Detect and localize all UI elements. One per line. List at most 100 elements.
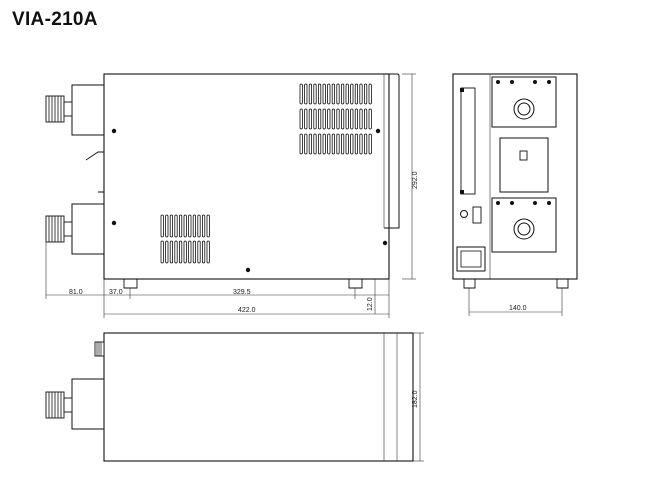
- screw: [245, 267, 251, 273]
- vent-slot: [350, 83, 354, 105]
- vent-slot: [304, 133, 308, 155]
- vent-slot: [308, 133, 313, 155]
- vent-slot: [317, 133, 322, 155]
- vent-slot: [368, 83, 372, 105]
- vent-slot: [299, 108, 303, 130]
- lower-output-knob: [513, 218, 535, 240]
- vent-slot: [327, 133, 331, 155]
- vent-slot: [201, 214, 206, 238]
- power-switch-panel: [499, 137, 549, 193]
- dim-foot-height: 12.0: [367, 297, 374, 311]
- vent-slot: [331, 83, 336, 105]
- upper-knob: [45, 95, 73, 123]
- screw: [382, 240, 388, 246]
- vent-slot: [304, 108, 308, 130]
- vent-slot: [197, 214, 201, 238]
- vent-slot: [174, 240, 178, 264]
- vent-slot: [317, 108, 322, 130]
- front-view: 140.0: [452, 73, 578, 316]
- upper-vent-slots: [299, 83, 372, 155]
- lower-output-panel: [491, 197, 557, 253]
- vent-slot: [345, 83, 349, 105]
- vent-slot: [160, 214, 164, 238]
- front-body: [452, 73, 578, 280]
- vent-slot: [183, 214, 187, 238]
- ground-terminal: [460, 210, 468, 218]
- vent-slot: [354, 108, 359, 130]
- handle: [460, 87, 476, 195]
- vent-slot: [188, 240, 192, 264]
- vent-slot: [165, 214, 169, 238]
- dim-foot-offset: 37.0: [109, 289, 123, 296]
- front-right-foot: [556, 279, 569, 289]
- vent-slot: [188, 214, 192, 238]
- vent-slot: [160, 240, 164, 264]
- vent-slot: [165, 240, 169, 264]
- vent-slot: [169, 214, 173, 238]
- vent-slot: [368, 133, 372, 155]
- model-title: VIA-210A: [12, 9, 98, 30]
- vent-slot: [336, 133, 340, 155]
- power-inlet: [456, 246, 486, 272]
- side-view: [45, 73, 400, 289]
- side-body: [103, 73, 390, 280]
- vent-slot: [354, 133, 359, 155]
- top-connector-housing: [71, 378, 105, 430]
- vent-slot: [363, 133, 368, 155]
- vent-slot: [201, 240, 206, 264]
- vent-slot: [327, 83, 331, 105]
- vent-slot: [304, 83, 308, 105]
- vent-slot: [192, 240, 196, 264]
- side-rear-panel: [384, 73, 400, 229]
- vent-slot: [340, 108, 345, 130]
- upper-connector-housing: [71, 84, 105, 136]
- vent-slot: [359, 83, 363, 105]
- vent-slot: [178, 240, 183, 264]
- vent-slot: [169, 240, 173, 264]
- side-rear-foot: [348, 279, 363, 289]
- top-body: [103, 332, 414, 462]
- lower-connector-housing: [71, 203, 105, 255]
- vent-slot: [299, 133, 303, 155]
- vent-slot: [345, 108, 349, 130]
- vent-slot: [350, 133, 354, 155]
- vent-slot: [317, 83, 322, 105]
- screw: [111, 128, 117, 134]
- vent-slot: [183, 240, 187, 264]
- vent-slot: [327, 108, 331, 130]
- vent-slot: [322, 108, 326, 130]
- upper-output-knob: [513, 98, 535, 120]
- top-knob: [45, 391, 73, 419]
- top-connector: [94, 341, 105, 357]
- dim-height: 292.0: [412, 171, 419, 189]
- vent-slot: [178, 214, 183, 238]
- vent-slot: [336, 83, 340, 105]
- power-switch: [519, 150, 528, 161]
- lower-vent-slots: [160, 214, 210, 264]
- front-left-foot: [463, 279, 476, 289]
- vent-slot: [197, 240, 201, 264]
- vent-slot: [331, 133, 336, 155]
- vent-slot: [308, 108, 313, 130]
- db-connector: [472, 206, 482, 224]
- dim-width: 182.0: [412, 390, 419, 408]
- vent-slot: [359, 133, 363, 155]
- vent-slot: [345, 133, 349, 155]
- vent-slot: [206, 240, 210, 264]
- lower-knob: [45, 215, 73, 243]
- vent-slot: [322, 83, 326, 105]
- vent-slot: [340, 133, 345, 155]
- vent-slot: [313, 133, 317, 155]
- vent-slot: [331, 108, 336, 130]
- vent-slot: [354, 83, 359, 105]
- upper-output-panel: [491, 76, 557, 128]
- vent-slot: [340, 83, 345, 105]
- vent-slot: [368, 108, 372, 130]
- screw: [111, 220, 117, 226]
- dim-foot-spacing: 329.5: [233, 289, 251, 296]
- side-dimensions: 81.0 37.0 329.5 422.0 12.0 292.0: [45, 73, 419, 318]
- vent-slot: [192, 214, 196, 238]
- vent-slot: [350, 108, 354, 130]
- dim-overall-depth: 422.0: [238, 307, 256, 314]
